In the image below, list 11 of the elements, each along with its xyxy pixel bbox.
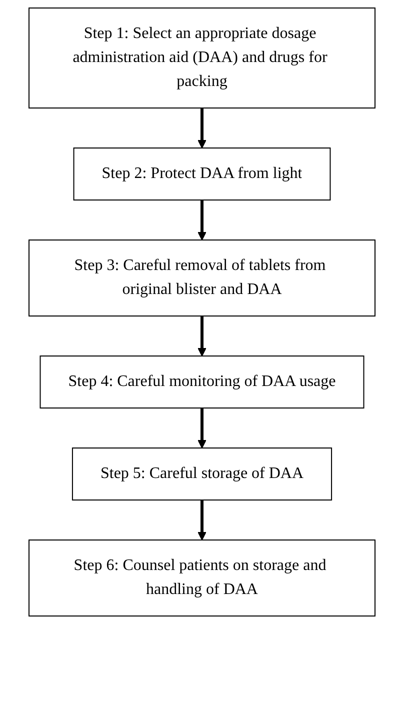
arrow (197, 108, 206, 148)
arrow (197, 200, 206, 240)
node-box: Step 5: Careful storage of DAA (71, 448, 332, 500)
node-box: Step 6: Counsel patients on storage and handling of DAA (28, 540, 375, 616)
node-box: Step 4: Careful monitoring of DAA usage (39, 356, 364, 408)
arrow (197, 500, 206, 540)
node-box: Step 3: Careful removal of tablets from original blister and DAA (28, 240, 375, 316)
arrow (197, 408, 206, 448)
node-box: Step 1: Select an appropriate dosage administration aid (DAA) and drugs for packing (28, 8, 375, 108)
node-box: Step 2: Protect DAA from light (72, 148, 330, 200)
arrow (197, 316, 206, 356)
